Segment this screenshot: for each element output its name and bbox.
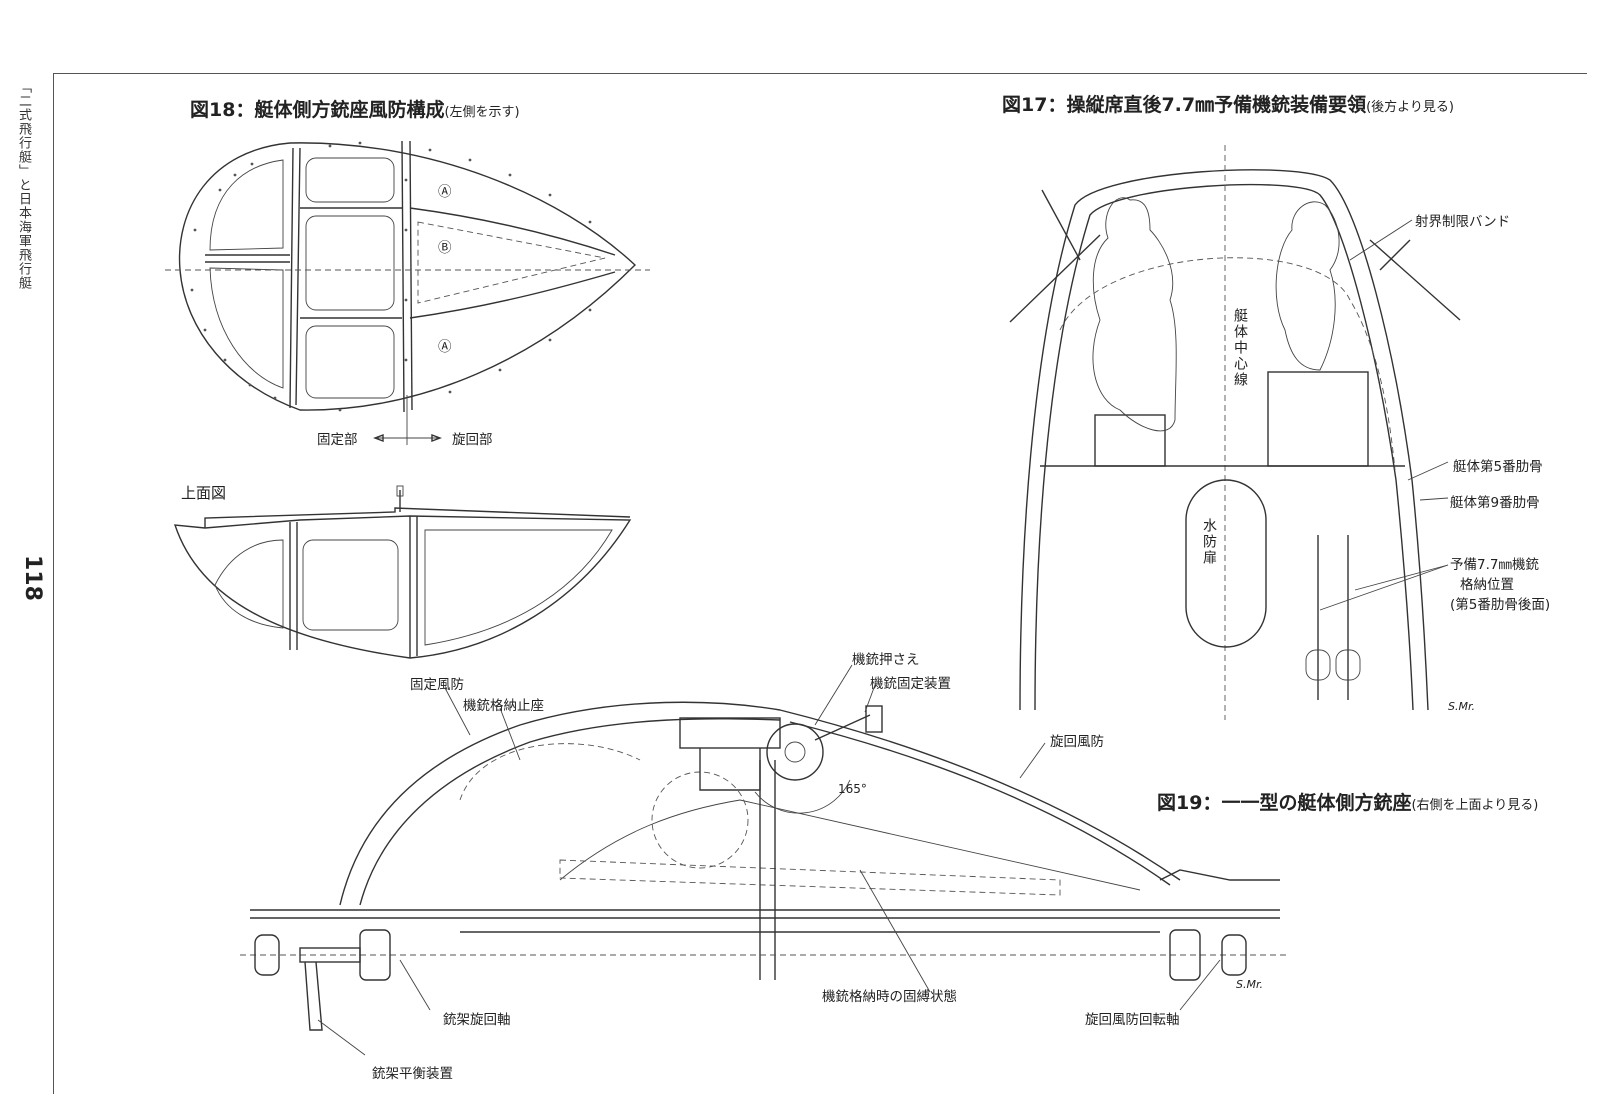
running-title: 「二式飛行艇」と日本海軍飛行艇 xyxy=(16,80,31,290)
label-mount-axis: 銃架旋回軸 xyxy=(443,1012,511,1028)
label-stowage-stop: 機銃格納止座 xyxy=(463,698,544,714)
fig17-subtitle: (後方より見る) xyxy=(1366,100,1454,115)
label-rotating-part: 旋回部 xyxy=(452,432,493,448)
marker-a-lower: Ⓐ xyxy=(438,339,452,355)
label-gun-lock: 機銃固定装置 xyxy=(870,676,951,692)
page-frame xyxy=(53,73,1587,1094)
label-hull-centerline: 艇体中心線 xyxy=(1232,308,1248,388)
fig19-title-text: 図19：一一型の艇体側方銃座 xyxy=(1157,792,1412,814)
label-rotating-windshield: 旋回風防 xyxy=(1050,734,1104,750)
fig18-title-text: 図18：艇体側方銃座風防構成 xyxy=(190,99,445,121)
fig18-subtitle: (左側を示す) xyxy=(444,105,520,120)
fig17-title-text: 図17：操縦席直後7.7㎜予備機銃装備要領 xyxy=(1002,94,1367,116)
marker-b: Ⓑ xyxy=(438,240,452,256)
label-rib-5: 艇体第5番肋骨 xyxy=(1453,459,1543,475)
label-spare-gun-2: 格納位置 xyxy=(1460,577,1514,593)
fig18-top-view xyxy=(173,485,632,659)
artist-signature-fig19: S.Mr. xyxy=(1236,978,1263,991)
label-spare-gun-3: (第5番肋骨後面) xyxy=(1450,597,1551,613)
label-watertight-door: 水防扉 xyxy=(1201,518,1217,566)
label-windshield-axis: 旋回風防回転軸 xyxy=(1085,1012,1180,1028)
label-rib-9: 艇体第9番肋骨 xyxy=(1450,495,1540,511)
label-firing-band: 射界制限バンド xyxy=(1415,214,1511,230)
fig17-rear-view xyxy=(1009,145,1461,720)
fig19-gun-position xyxy=(240,664,1290,1056)
label-stowed-state: 機銃格納時の固縛状態 xyxy=(822,989,957,1005)
page-number: 118 xyxy=(20,555,45,601)
label-top-view: 上面図 xyxy=(181,484,227,502)
rivet-pattern xyxy=(190,141,592,412)
label-spare-gun-1: 予備7.7㎜機銃 xyxy=(1450,557,1539,573)
fig18-side-view xyxy=(165,140,650,445)
label-fixed-windshield: 固定風防 xyxy=(410,677,464,693)
label-fixed-part: 固定部 xyxy=(317,432,358,448)
fig18-title: 図18：艇体側方銃座風防構成(左側を示す) xyxy=(190,95,520,122)
label-balance-device: 銃架平衡装置 xyxy=(372,1066,453,1082)
fig17-title: 図17：操縦席直後7.7㎜予備機銃装備要領(後方より見る) xyxy=(1002,90,1454,117)
marker-a-upper: Ⓐ xyxy=(438,184,452,200)
fig19-title: 図19：一一型の艇体側方銃座(右側を上面より見る) xyxy=(1157,788,1538,815)
label-angle: 165° xyxy=(838,782,867,796)
label-gun-holder: 機銃押さえ xyxy=(852,652,920,668)
artist-signature-fig17: S.Mr. xyxy=(1448,700,1475,713)
fig19-subtitle: (右側を上面より見る) xyxy=(1411,798,1539,813)
